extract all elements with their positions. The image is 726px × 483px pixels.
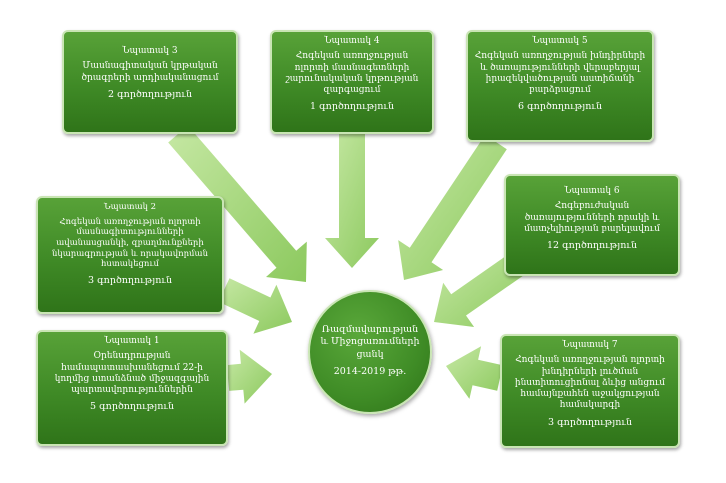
goal-1-text: Օրենսդրության համապատասխանեցում 22-ի կող… — [54, 351, 210, 395]
goal-5-count: 6 գործողություն — [518, 101, 602, 113]
goal-5-arrow — [398, 134, 507, 280]
goal-5-text: Հոգեկան առողջության խնդիրների և ծառայութ… — [474, 51, 646, 95]
goal-7-box: Նպատակ 7 Հոգեկան առողջության ոլորտի խնդի… — [500, 334, 680, 448]
goal-6-count: 12 գործողություն — [546, 240, 638, 251]
goal-7-text: Հոգեկան առողջության ոլորտի խնդիրների լու… — [514, 355, 666, 411]
goal-6-text: Հոգեբուժական ծառայությունների որակի և մա… — [524, 201, 660, 234]
goal-4-count: 1 գործողություն — [310, 101, 394, 113]
goal-4-arrow — [325, 134, 379, 268]
goal-7-arrow — [446, 346, 503, 399]
goal-2-count: 3 գործողություն — [88, 274, 172, 286]
goal-1-title: Նպատակ 1 — [104, 336, 160, 346]
goal-5-title: Նպատակ 5 — [532, 36, 588, 46]
goal-4-box: Նպատակ 4 Հոգեկան առողջության ոլորտի մասն… — [270, 30, 434, 134]
goal-4-title: Նպատակ 4 — [324, 36, 380, 46]
goal-1-count: 5 գործողություն — [90, 401, 174, 413]
goal-2-title: Նպատակ 2 — [103, 202, 157, 212]
goal-5-box: Նպատակ 5 Հոգեկան առողջության խնդիրների և… — [466, 30, 654, 142]
goal-3-arrow — [168, 125, 307, 282]
goal-3-box: Նպատակ 3 Մասնագիտական կրթական ծրագրերի ա… — [62, 30, 238, 134]
goal-7-title: Նպատակ 7 — [562, 340, 618, 350]
goal-2-text: Հոգեկան առողջության ոլորտի մասնագիտությո… — [51, 216, 209, 270]
goal-2-arrow — [218, 278, 292, 334]
center-circle: Ռազմավարության և Միջոցառումների ցանկ 201… — [308, 290, 432, 414]
center-title: Ռազմավարության և Միջոցառումների ցանկ — [320, 324, 420, 360]
goal-3-count: 2 գործողություն — [108, 88, 192, 100]
goal-1-box: Նպատակ 1 Օրենսդրության համապատասխանեցում… — [36, 330, 228, 446]
goal-6-title: Նպատակ 6 — [564, 186, 620, 196]
goal-2-box: Նպատակ 2 Հոգեկան առողջության ոլորտի մասն… — [36, 196, 224, 314]
goal-3-title: Նպատակ 3 — [122, 46, 178, 56]
goal-3-text: Մասնագիտական կրթական ծրագրերի արդիականաց… — [81, 61, 219, 83]
goal-6-box: Նպատակ 6 Հոգեբուժական ծառայությունների ո… — [504, 174, 680, 276]
goal-7-count: 3 գործողություն — [548, 416, 632, 428]
center-years: 2014-2019 թթ. — [333, 366, 407, 378]
goal-4-text: Հոգեկան առողջության ոլորտի մասնագետների … — [285, 51, 419, 95]
goal-1-arrow — [226, 349, 272, 404]
